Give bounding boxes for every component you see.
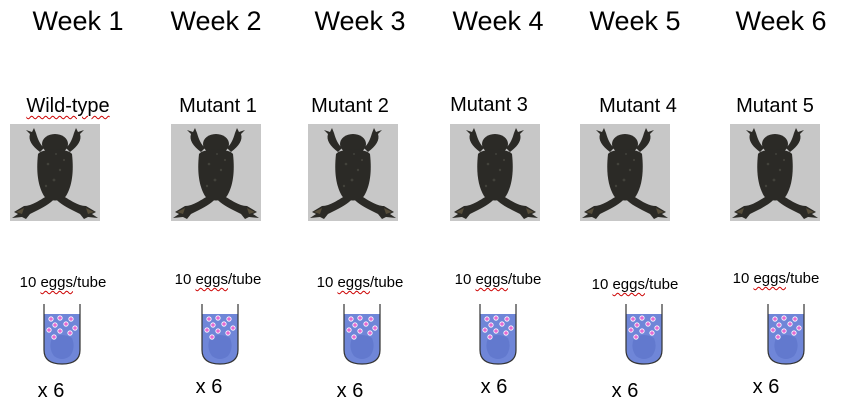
egg-tube-icon <box>40 302 84 366</box>
strain-label: Mutant 2 <box>311 95 389 117</box>
frog-image <box>171 124 261 221</box>
egg-tube-icon <box>340 302 384 366</box>
week-column: Week 5 Mutant 4 10 eggs/tube x 6 <box>565 0 705 413</box>
eggs-per-tube-label: 10 eggs/tube <box>732 270 820 287</box>
frog-image <box>730 124 820 221</box>
egg-tube-icon <box>476 302 520 366</box>
week-label: Week 1 <box>32 6 124 36</box>
eggs-per-tube-label: 10 eggs/tube <box>19 274 107 291</box>
week-label: Week 3 <box>314 6 406 36</box>
week-column: Week 1 Wild-type 10 eggs/tube x 6 <box>8 0 148 413</box>
week-column: Week 2 Mutant 1 10 eggs/tube x 6 <box>146 0 286 413</box>
replicate-count: x 6 <box>611 380 639 402</box>
replicate-count: x 6 <box>336 380 364 402</box>
replicate-count: x 6 <box>37 380 65 402</box>
strain-label: Mutant 5 <box>736 95 814 117</box>
frog-image <box>10 124 100 221</box>
week-label: Week 6 <box>735 6 827 36</box>
week-column: Week 6 Mutant 5 10 eggs/tube x 6 <box>711 0 847 413</box>
strain-label: Wild-type <box>26 95 110 117</box>
egg-tube-icon <box>764 302 808 366</box>
egg-tube-icon <box>622 302 666 366</box>
strain-label: Mutant 3 <box>450 94 528 116</box>
week-column: Week 4 Mutant 3 10 eggs/tube x 6 <box>428 0 568 413</box>
frog-image <box>580 124 670 221</box>
eggs-per-tube-label: 10 eggs/tube <box>591 276 679 293</box>
week-label: Week 4 <box>452 6 544 36</box>
strain-label: Mutant 1 <box>179 95 257 117</box>
egg-tube-icon <box>198 302 242 366</box>
eggs-per-tube-label: 10 eggs/tube <box>316 274 404 291</box>
week-label: Week 5 <box>589 6 681 36</box>
eggs-per-tube-label: 10 eggs/tube <box>454 271 542 288</box>
strain-label: Mutant 4 <box>599 95 677 117</box>
replicate-count: x 6 <box>752 376 780 398</box>
eggs-per-tube-label: 10 eggs/tube <box>174 271 262 288</box>
frog-image <box>450 124 540 221</box>
replicate-count: x 6 <box>480 376 508 398</box>
week-column: Week 3 Mutant 2 10 eggs/tube x 6 <box>290 0 430 413</box>
frog-image <box>308 124 398 221</box>
replicate-count: x 6 <box>195 376 223 398</box>
week-label: Week 2 <box>170 6 262 36</box>
